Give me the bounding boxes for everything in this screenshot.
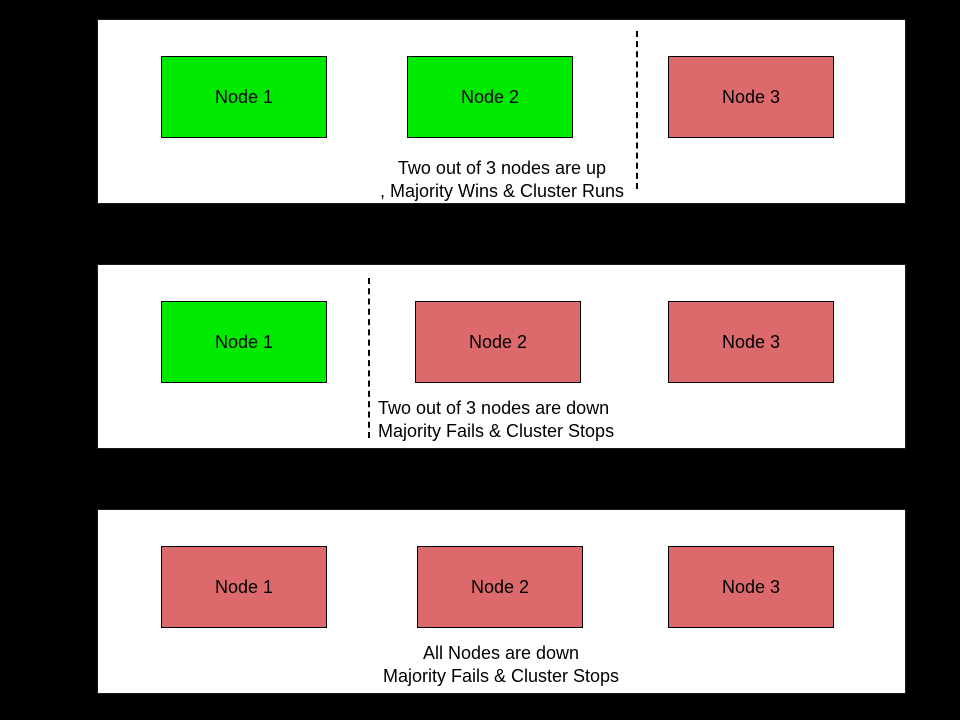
panel-caption: All Nodes are down Majority Fails & Clus… xyxy=(341,642,661,688)
node-1-label: Node 1 xyxy=(214,331,274,352)
node-3-box: Node 3 xyxy=(668,546,834,628)
scenario-panel-two-nodes-down: Node 1 Node 2 Node 3 Two out of 3 nodes … xyxy=(97,264,906,449)
node-2-box: Node 2 xyxy=(417,546,583,628)
caption-line-1: Two out of 3 nodes are up xyxy=(397,158,607,178)
node-1-label: Node 1 xyxy=(214,86,274,107)
partition-divider-dashed-line xyxy=(368,278,370,438)
caption-line-2: , Majority Wins & Cluster Runs xyxy=(379,181,625,201)
node-2-label: Node 2 xyxy=(460,86,520,107)
caption-line-2: Majority Fails & Cluster Stops xyxy=(382,666,620,686)
caption-line-2: Majority Fails & Cluster Stops xyxy=(378,421,615,441)
node-3-label: Node 3 xyxy=(721,86,781,107)
scenario-panel-all-nodes-down: Node 1 Node 2 Node 3 All Nodes are down … xyxy=(97,509,906,694)
scenario-panel-two-nodes-up: Node 1 Node 2 Node 3 Two out of 3 nodes … xyxy=(97,19,906,204)
panel-caption: Two out of 3 nodes are down Majority Fai… xyxy=(378,397,614,443)
node-1-box: Node 1 xyxy=(161,546,327,628)
node-3-label: Node 3 xyxy=(721,576,781,597)
node-3-box: Node 3 xyxy=(668,56,834,138)
node-2-label: Node 2 xyxy=(468,331,528,352)
node-2-label: Node 2 xyxy=(470,576,530,597)
node-1-label: Node 1 xyxy=(214,576,274,597)
caption-line-1: All Nodes are down xyxy=(422,643,580,663)
node-3-label: Node 3 xyxy=(721,331,781,352)
panel-caption: Two out of 3 nodes are up , Majority Win… xyxy=(342,157,662,203)
node-2-box: Node 2 xyxy=(407,56,573,138)
node-1-box: Node 1 xyxy=(161,56,327,138)
caption-line-1: Two out of 3 nodes are down xyxy=(378,398,610,418)
node-2-box: Node 2 xyxy=(415,301,581,383)
node-1-box: Node 1 xyxy=(161,301,327,383)
node-3-box: Node 3 xyxy=(668,301,834,383)
partition-divider-dashed-line xyxy=(636,31,638,189)
